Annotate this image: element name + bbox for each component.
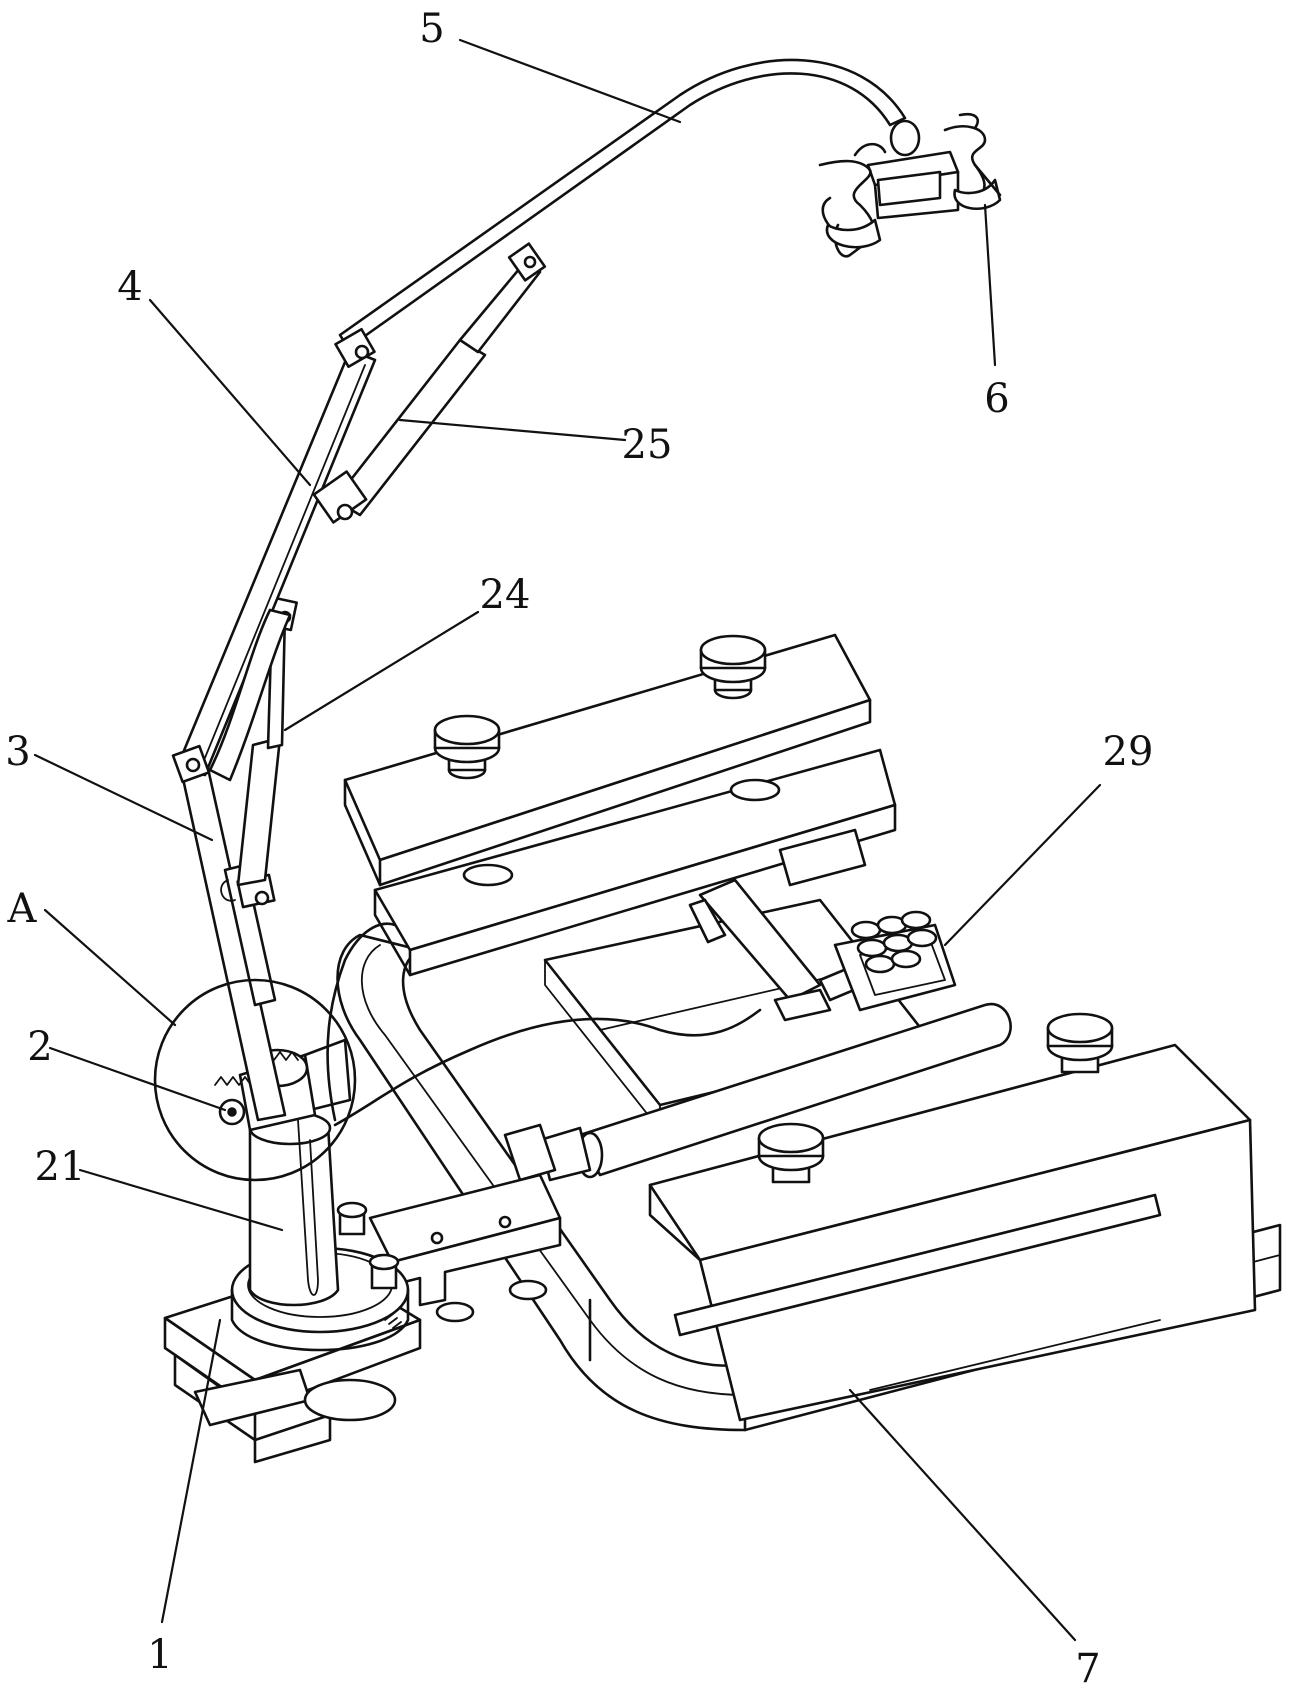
button [900,910,932,930]
clamp-base [163,1201,422,1464]
push-cylinder [503,1002,1012,1182]
column [248,1110,340,1307]
label-6: 6 [984,376,1009,422]
label-24: 24 [480,572,531,618]
leader-2 [48,1046,227,1112]
knob [1046,1012,1114,1074]
bolt-hole [498,1215,512,1229]
leader-5 [458,38,682,124]
spring [384,1313,406,1333]
label-a: A [7,886,38,932]
suction-pad [435,1301,475,1323]
handheld-controller [688,878,957,1022]
screw [336,1201,368,1219]
button [906,928,938,948]
leader-4 [148,298,312,487]
label-3: 3 [5,729,30,775]
knob [433,714,501,780]
leader-1 [160,1318,222,1624]
leader-29 [943,783,1102,947]
label-21: 21 [35,1144,86,1190]
reference-labels: 5 4 6 25 24 3 29 A 2 21 1 7 [5,6,1153,1692]
arm-segment-4 [171,348,377,784]
knob [699,634,767,700]
leader-6 [983,203,997,367]
button [890,949,922,969]
front-seat-block [648,1012,1257,1422]
label-29: 29 [1103,729,1154,775]
suction-pad [508,1279,548,1301]
leader-21 [78,1168,284,1232]
suction-pad [729,778,781,802]
gear-teeth [214,1076,252,1086]
label-4: 4 [117,264,142,310]
cable [326,922,397,1122]
button [850,920,882,940]
knob [757,1122,825,1184]
label-7: 7 [1075,1646,1100,1692]
leader-24 [283,610,480,732]
detail-circle-a [153,978,357,1182]
leader-a [43,908,177,1027]
rear-seat-block [343,633,897,977]
bolt-hole [430,1231,444,1245]
leader-25 [398,418,627,442]
leader-3 [33,753,214,842]
suction-pad [462,863,514,887]
label-2: 2 [27,1024,52,1070]
label-25: 25 [622,422,673,468]
leader-lines [33,38,1102,1642]
arm-segment-5 [334,58,921,369]
label-5: 5 [419,6,444,52]
gas-spring-25 [312,242,547,524]
button [856,938,888,958]
cable [333,1008,762,1127]
gripper-head [818,112,1002,258]
label-1: 1 [147,1632,172,1678]
screw [368,1253,400,1271]
leader-7 [848,1388,1077,1642]
button [864,954,896,974]
